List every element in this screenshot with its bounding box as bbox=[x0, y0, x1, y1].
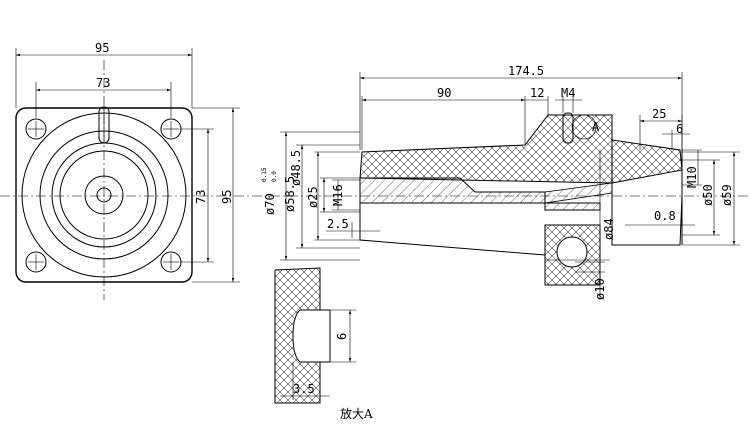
dim-hole-spacing-width: 73 bbox=[96, 76, 110, 90]
dim-dia-70: ø70 bbox=[263, 193, 277, 215]
lower-body-outline bbox=[359, 203, 546, 256]
mounting-hole-bottom-left bbox=[25, 251, 47, 273]
mounting-hole-top-right bbox=[160, 118, 182, 140]
front-view: 95 73 73 95 bbox=[15, 41, 240, 300]
mounting-hole-bottom-right bbox=[160, 251, 182, 273]
dim-length-25: 25 bbox=[652, 107, 666, 121]
detail-view: 6 3.5 放大A bbox=[274, 267, 373, 421]
dim-dia-84: ø84 bbox=[602, 218, 616, 240]
boss-circle bbox=[84, 175, 124, 215]
dim-length-6: 6 bbox=[676, 122, 683, 136]
dim-dia-59: ø59 bbox=[720, 184, 734, 206]
dim-thread-m16: M16 bbox=[331, 184, 345, 206]
detail-caption: 放大A bbox=[340, 406, 373, 421]
detail-a-label: A bbox=[592, 120, 600, 134]
dim-hole-spacing-height: 73 bbox=[194, 190, 208, 204]
tolerance-upper: 0.15 bbox=[261, 167, 268, 182]
dim-depth-3-5: 3.5 bbox=[293, 382, 315, 396]
metal-insert-section bbox=[359, 177, 546, 204]
mounting-hole-top-left bbox=[25, 118, 47, 140]
tolerance-lower: 0.0 bbox=[271, 171, 278, 182]
flange-bolt-hole bbox=[556, 236, 588, 268]
dim-thread-m4: M4 bbox=[561, 86, 575, 100]
side-view: A 174.5 90 12 M4 25 6 ø70 0.15 0 bbox=[261, 64, 740, 300]
insulation-body-section bbox=[359, 114, 683, 184]
detail-a-circle bbox=[571, 114, 597, 140]
center-hole bbox=[96, 187, 112, 203]
flange-section bbox=[544, 202, 601, 211]
dim-length-12: 12 bbox=[530, 86, 544, 100]
dim-height-6: 6 bbox=[335, 333, 349, 340]
dim-total-length: 174.5 bbox=[508, 64, 544, 78]
dim-thread-m10: M10 bbox=[685, 166, 699, 188]
dim-overall-height: 95 bbox=[220, 190, 234, 204]
dim-length-2-5: 2.5 bbox=[327, 217, 349, 231]
dim-gap-0-8: 0.8 bbox=[654, 209, 676, 223]
detail-recess bbox=[292, 309, 331, 363]
dim-dia-50: ø50 bbox=[701, 184, 715, 206]
dim-dia-48-5: ø48.5 bbox=[289, 150, 303, 186]
m4-insert bbox=[562, 112, 574, 144]
dim-dia-25: ø25 bbox=[306, 186, 320, 208]
dim-length-90: 90 bbox=[437, 86, 451, 100]
dim-dia-58-5: ø58.5 bbox=[283, 176, 297, 212]
inner-body-circle bbox=[59, 150, 149, 240]
dim-dia-10: ø10 bbox=[593, 278, 607, 300]
dim-overall-width: 95 bbox=[95, 41, 109, 55]
